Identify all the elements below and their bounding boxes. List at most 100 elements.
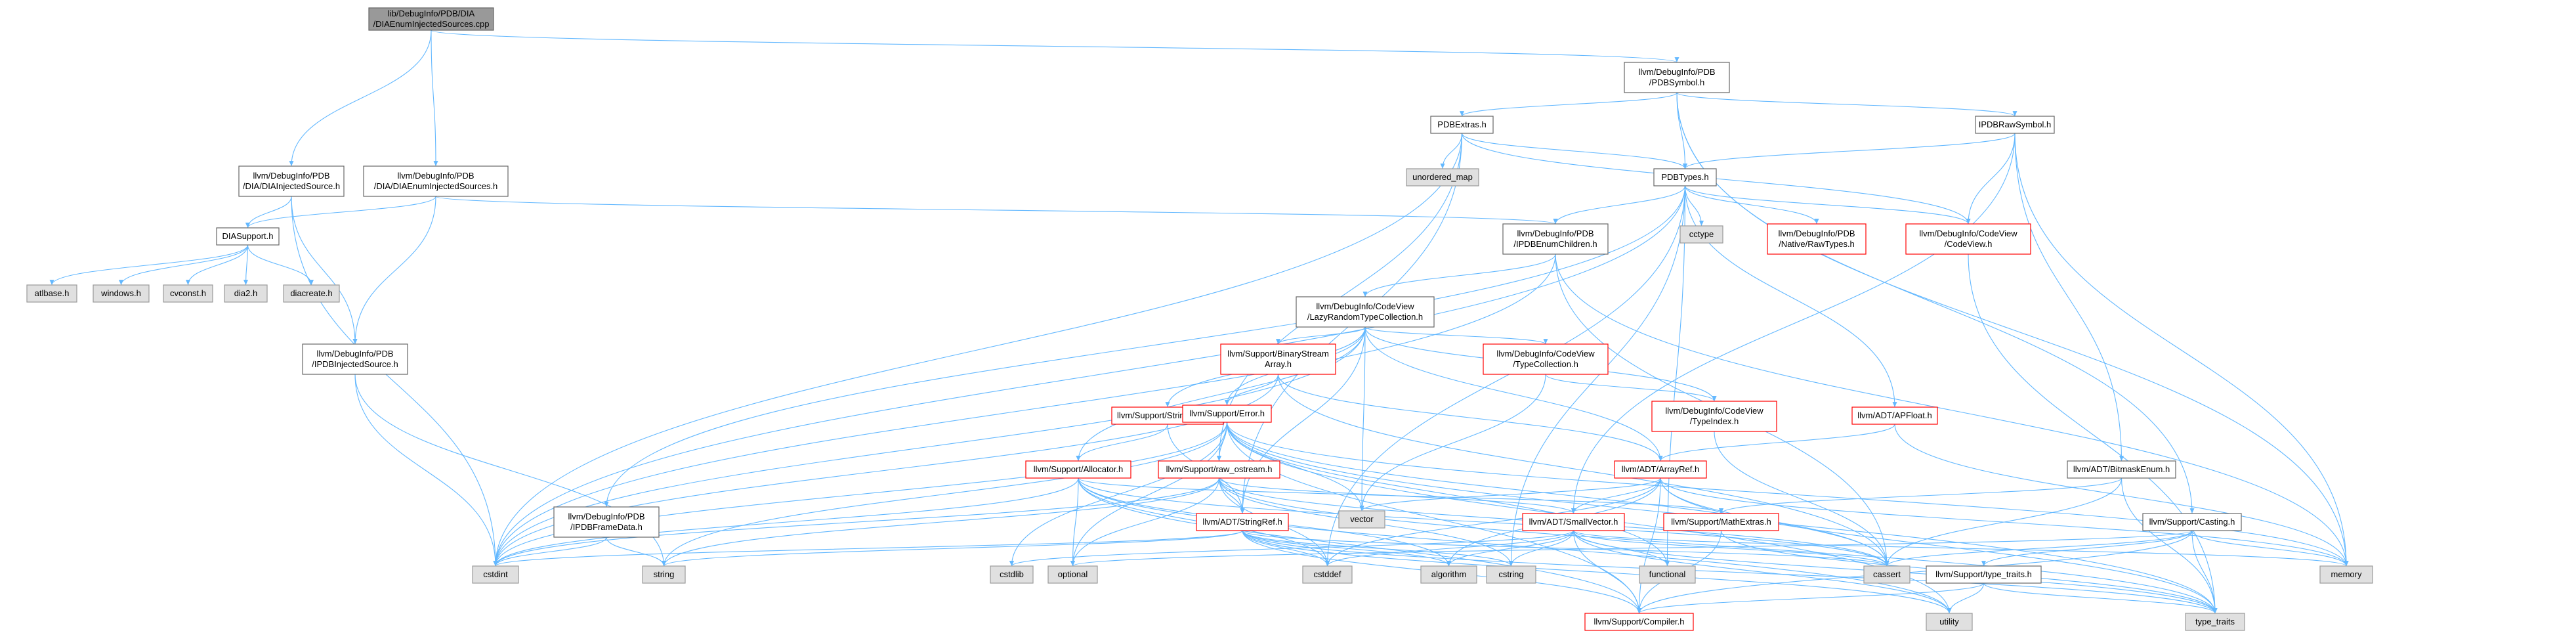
node-codeview[interactable]: llvm/DebugInfo/CodeView/CodeView.h [1905, 223, 2031, 255]
node-rawostream[interactable]: llvm/Support/raw_ostream.h [1158, 460, 1280, 479]
edge-supporterror-to-memory [1226, 422, 2349, 567]
node-label-cstdlib-0: cstdlib [1000, 569, 1024, 579]
edge-apfloat-to-memory [1894, 424, 2349, 567]
edge-pdbtypes-to-codeview [1684, 185, 1971, 225]
node-pdbextras[interactable]: PDBExtras.h [1430, 116, 1494, 134]
edge-bitmaskenum-to-cassert [1884, 477, 2122, 567]
node-ipdbframe[interactable]: llvm/DebugInfo/PDB/IPDBFrameData.h [553, 506, 660, 538]
edge-binarystream-to-supporterror [1225, 374, 1279, 406]
node-supporterror[interactable]: llvm/Support/Error.h [1182, 405, 1272, 423]
node-label-diacreate-0: diacreate.h [290, 288, 332, 298]
node-box-ipdbenum [1502, 223, 1609, 255]
edge-smallvector-to-cstring [1509, 530, 1574, 567]
edge-pdbtypes-to-functional [1664, 185, 1686, 567]
edge-lazyrandom-to-allocator [1076, 326, 1366, 462]
node-box-type_traits [2185, 613, 2245, 631]
edge-rawostream-to-string [662, 477, 1220, 567]
node-label-pdbtypes-0: PDBTypes.h [1661, 172, 1708, 182]
node-label-diaenuminj-0: llvm/DebugInfo/PDB [397, 171, 474, 181]
node-label-ipdbframe-0: llvm/DebugInfo/PDB [568, 512, 644, 521]
node-nativeraw[interactable]: llvm/DebugInfo/PDB/Native/RawTypes.h [1767, 223, 1867, 255]
edge-ipdbrawsymbol-to-pdbtypes [1683, 133, 2016, 169]
node-lazyrandom[interactable]: llvm/DebugInfo/CodeView/LazyRandomTypeCo… [1296, 296, 1435, 328]
node-label-codeview-0: llvm/DebugInfo/CodeView [1919, 229, 2017, 238]
node-label-cstddef-0: cstddef [1314, 569, 1341, 579]
node-label-root-0: lib/DebugInfo/PDB/DIA [388, 9, 475, 18]
edge-diaenuminj-to-diasupport [245, 196, 436, 229]
edge-casting-to-compiler [1637, 530, 2193, 614]
node-root[interactable]: lib/DebugInfo/PDB/DIA/DIAEnumInjectedSou… [368, 7, 494, 31]
node-stringref[interactable]: llvm/ADT/StringRef.h [1196, 513, 1289, 531]
edge-smallvector-to-cstdlib [1009, 530, 1574, 567]
node-compiler[interactable]: llvm/Support/Compiler.h [1584, 613, 1694, 631]
edge-supporterror-to-vector [1226, 422, 1364, 512]
node-diainj[interactable]: llvm/DebugInfo/PDB/DIA/DIAInjectedSource… [238, 165, 345, 197]
node-label-ipdbrawsymbol-0: IPDBRawSymbol.h [1979, 120, 2052, 129]
edge-pdbtypes-to-cstdint [493, 185, 1686, 567]
node-ipdbinjected[interactable]: llvm/DebugInfo/PDB/IPDBInjectedSource.h [302, 343, 408, 375]
node-label-compiler-0: llvm/Support/Compiler.h [1594, 617, 1685, 626]
node-label-rawostream-0: llvm/Support/raw_ostream.h [1166, 464, 1273, 474]
node-atlbase: atlbase.h [26, 284, 77, 303]
node-cstring: cstring [1486, 565, 1536, 584]
edge-diaenuminj-to-ipdbenum [435, 196, 1557, 225]
node-ipdbenum[interactable]: llvm/DebugInfo/PDB/IPDBEnumChildren.h [1502, 223, 1609, 255]
node-box-atlbase [26, 284, 77, 303]
node-memory: memory [2319, 565, 2373, 584]
node-functional: functional [1639, 565, 1696, 584]
node-box-cstring [1486, 565, 1536, 584]
edge-arrayref-to-vector [1359, 477, 1661, 512]
node-box-ipdbinjected [302, 343, 408, 375]
node-typecollection[interactable]: llvm/DebugInfo/CodeView/TypeCollection.h [1483, 343, 1609, 375]
node-windows: windows.h [93, 284, 150, 303]
edge-diasupport-to-dia2 [243, 244, 249, 286]
edge-ipdbenum-to-memory [1555, 253, 2349, 567]
node-label-pdbsymbol-0: llvm/DebugInfo/PDB [1638, 67, 1715, 77]
node-pdbtypes[interactable]: PDBTypes.h [1653, 168, 1717, 186]
node-box-cvconst [163, 284, 213, 303]
node-apfloat[interactable]: llvm/ADT/APFloat.h [1851, 406, 1938, 425]
node-cvconst: cvconst.h [163, 284, 213, 303]
edge-casting-to-typetraitsh [1981, 530, 2193, 567]
edge-typetraitsh-to-utility [1947, 582, 1985, 614]
node-pdbsymbol[interactable]: llvm/DebugInfo/PDB/PDBSymbol.h [1624, 62, 1730, 93]
node-casting[interactable]: llvm/Support/Casting.h [2142, 513, 2242, 531]
node-diaenuminj[interactable]: llvm/DebugInfo/PDB/DIA/DIAEnumInjectedSo… [363, 165, 509, 197]
edge-pdbtypes-to-ipdbframe [604, 185, 1686, 508]
node-label-dia2-0: dia2.h [234, 288, 257, 298]
edge-diainj-to-cstdint [291, 196, 498, 567]
edge-typecollection-to-vector [1359, 374, 1546, 512]
node-box-root [368, 7, 494, 31]
node-diasupport[interactable]: DIASupport.h [216, 227, 280, 246]
node-typetraitsh[interactable]: llvm/Support/type_traits.h [1926, 565, 2042, 584]
node-ipdbrawsymbol[interactable]: IPDBRawSymbol.h [1975, 116, 2055, 134]
edge-rawostream-to-cstdint [493, 477, 1220, 567]
node-box-utility [1926, 613, 1973, 631]
node-label-root-1: /DIAEnumInjectedSources.cpp [373, 19, 489, 29]
node-label-utility-0: utility [1939, 617, 1959, 626]
edge-ipdbframe-to-string [606, 536, 666, 567]
node-bitmaskenum[interactable]: llvm/ADT/BitmaskEnum.h [2067, 460, 2176, 479]
node-box-memory [2319, 565, 2373, 584]
node-typeindex[interactable]: llvm/DebugInfo/CodeView/TypeIndex.h [1651, 401, 1777, 432]
edge-allocator-to-cstdint [493, 477, 1079, 567]
node-mathextras[interactable]: llvm/Support/MathExtras.h [1663, 513, 1779, 531]
node-smallvector[interactable]: llvm/ADT/SmallVector.h [1522, 513, 1625, 531]
node-label-ipdbinjected-0: llvm/DebugInfo/PDB [316, 349, 393, 359]
edge-typetraitsh-to-type_traits [1983, 582, 2218, 614]
edge-ipdbenum-to-cstdint [493, 253, 1556, 567]
node-box-cstdint [472, 565, 519, 584]
node-box-dia2 [224, 284, 268, 303]
node-vector: vector [1338, 510, 1385, 529]
node-arrayref[interactable]: llvm/ADT/ArrayRef.h [1614, 460, 1707, 479]
edge-ipdbrawsymbol-to-bitmaskenum [2014, 133, 2124, 462]
node-label-typecollection-1: /TypeCollection.h [1513, 359, 1578, 369]
node-box-pdbtypes [1653, 168, 1717, 186]
edge-smallvector-to-cstddef [1325, 530, 1574, 567]
node-string: string [642, 565, 686, 584]
edge-lazyrandom-to-binarystream [1276, 326, 1366, 345]
node-allocator[interactable]: llvm/Support/Allocator.h [1025, 460, 1131, 479]
edge-stringref-to-type_traits [1242, 530, 2218, 614]
edge-ipdbrawsymbol-to-smallvector [1571, 133, 2016, 514]
